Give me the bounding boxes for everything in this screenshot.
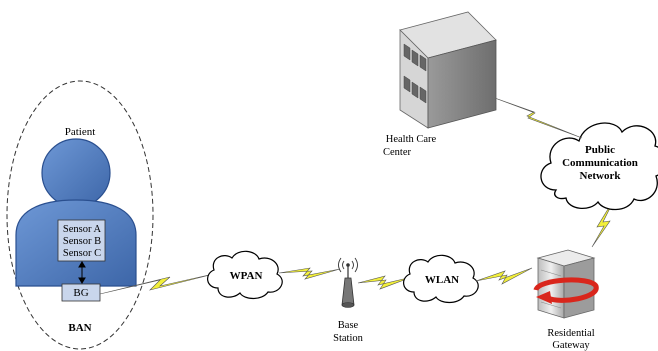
public-network-label-line1: Public — [585, 144, 615, 156]
wlan-label: WLAN — [425, 274, 459, 286]
base-station-label-line1: Base — [338, 320, 359, 331]
health-care-label-line1: Health Care — [386, 134, 437, 145]
residential-gateway-icon — [533, 249, 599, 319]
sensor-b-label: Sensor B — [63, 236, 101, 247]
public-network-cloud — [540, 122, 658, 211]
ban-boundary — [6, 80, 154, 350]
bg-box — [61, 283, 101, 302]
public-network-label-line3: Network — [580, 170, 622, 182]
sensor-a-label: Sensor A — [63, 224, 102, 235]
sensor-c-label: Sensor C — [63, 248, 101, 259]
wpan-cloud — [207, 250, 283, 300]
public-network-label-line2: Communication — [562, 157, 638, 169]
residential-gateway-label-line2: Gateway — [552, 340, 590, 351]
link-wlan-gateway — [475, 267, 533, 285]
base-station-label-line2: Station — [333, 333, 364, 344]
sensor-bg-arrow — [78, 261, 86, 284]
base-station-icon — [338, 257, 358, 308]
ban-label: BAN — [68, 322, 91, 334]
residential-gateway-label-line1: Residential — [547, 328, 594, 339]
health-care-building-icon — [399, 11, 497, 129]
wlan-cloud — [403, 254, 479, 304]
patient-figure — [15, 138, 137, 287]
bg-label: BG — [73, 287, 88, 299]
wpan-label: WPAN — [230, 270, 263, 282]
patient-head — [41, 138, 111, 208]
patient-label: Patient — [65, 126, 96, 138]
health-care-label-line2: Center — [383, 147, 411, 158]
sensor-box — [57, 219, 106, 262]
link-healthcare-public — [491, 96, 583, 139]
link-wpan-base — [278, 267, 341, 280]
